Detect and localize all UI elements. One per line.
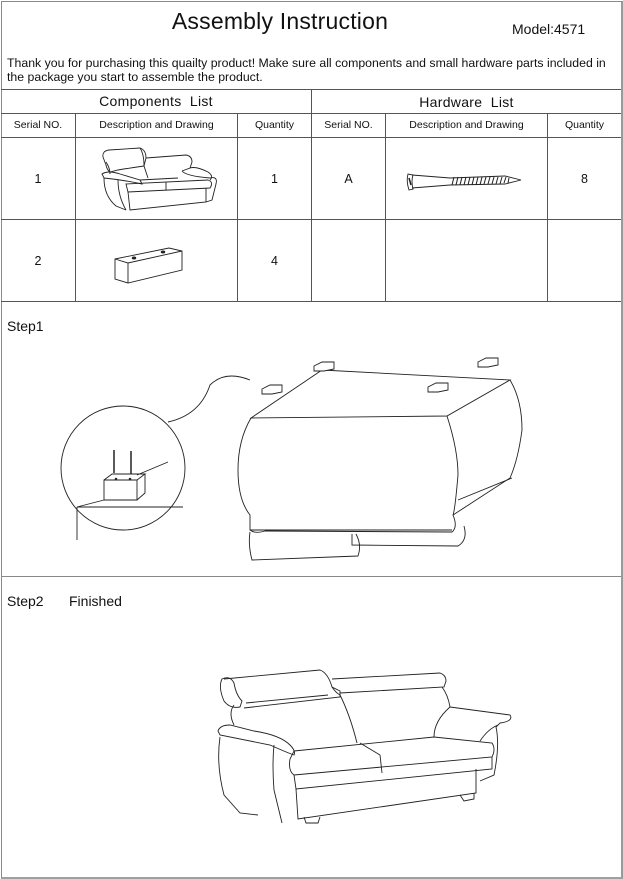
column-header-quantity: Quantity [254, 119, 295, 131]
column-header-description: Description and Drawing [99, 119, 214, 131]
sofa-upside-down-drawing [0, 300, 623, 576]
wooden-leg-block-drawing [114, 246, 186, 286]
column-header-serial: Serial NO. [13, 119, 63, 131]
intro-text: Thank you for purchasing this quailty pr… [7, 56, 606, 84]
component-serial: 1 [34, 171, 42, 186]
divider [547, 113, 548, 301]
hardware-list-title: Hardware List [419, 93, 514, 110]
divider [385, 113, 386, 301]
divider [311, 89, 312, 301]
assembled-loveseat-drawing [210, 665, 510, 825]
component-serial: 2 [34, 253, 42, 268]
hardware-serial: A [344, 171, 353, 186]
components-list-title: Components List [99, 93, 213, 109]
hardware-quantity: 8 [581, 171, 588, 186]
divider [1, 301, 621, 302]
model-number: Model:4571 [512, 21, 586, 37]
column-header-description: Description and Drawing [409, 119, 524, 131]
component-quantity: 1 [271, 171, 278, 186]
component-quantity: 4 [271, 253, 278, 268]
loveseat-sofa-drawing [100, 148, 220, 210]
page-title: Assembly Instruction [171, 8, 389, 34]
column-header-quantity: Quantity [564, 119, 605, 131]
step-2-caption: Finished [69, 593, 122, 609]
step-2-label: Step2 [7, 593, 44, 609]
divider [237, 113, 238, 301]
divider [75, 113, 76, 301]
divider [1, 576, 621, 577]
wood-screw-drawing [405, 170, 523, 192]
step-1-label: Step1 [7, 318, 44, 334]
column-header-serial: Serial NO. [324, 119, 373, 131]
